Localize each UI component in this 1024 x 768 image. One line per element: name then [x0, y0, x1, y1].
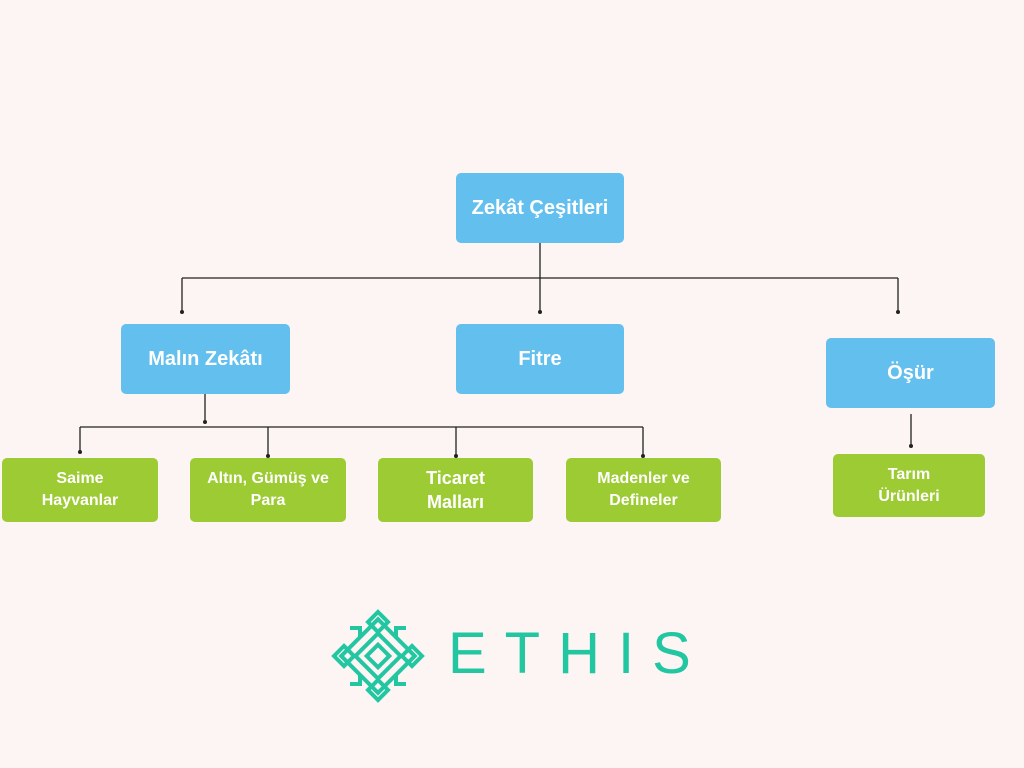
node-osur: Öşür — [826, 338, 995, 408]
node-label-line: Tarım — [887, 465, 931, 483]
connector-end-dot — [266, 454, 270, 458]
connector-end-dot — [180, 310, 184, 314]
node-fitre: Fitre — [456, 324, 624, 394]
node-ticaret-mallari: Ticaret Malları — [378, 458, 533, 522]
connector-end-dot — [454, 454, 458, 458]
node-saime-hayvanlar: Saime Hayvanlar — [2, 458, 158, 522]
logo-wordmark: ETHIS — [448, 621, 709, 686]
node-label: Zekât Çeşitleri — [471, 196, 609, 219]
node-label-line: Ticaret — [426, 467, 485, 488]
node-label: Fitre — [518, 347, 562, 370]
connector-end-dot — [641, 454, 645, 458]
node-label-line: Saime — [56, 470, 104, 488]
connector-end-dot — [909, 444, 913, 448]
node-altin-gumus-para: Altın, Gümüş ve Para — [190, 458, 346, 522]
ethis-logo: ETHIS — [330, 608, 700, 704]
node-label-line: Madenler ve — [597, 470, 690, 488]
connector-end-dot — [538, 310, 542, 314]
connector-end-dot — [78, 450, 82, 454]
node-label-line: Hayvanlar — [41, 492, 119, 509]
node-label-line: Ürünleri — [878, 487, 940, 505]
node-label-line: Defineler — [609, 492, 678, 509]
node-zekat-cesitleri: Zekât Çeşitleri — [456, 173, 624, 243]
node-tarim-urunleri: Tarım Ürünleri — [833, 454, 985, 517]
node-label: Malın Zekâtı — [148, 347, 263, 370]
node-label-line: Malları — [426, 492, 484, 512]
node-madenler-defineler: Madenler ve Defineler — [566, 458, 721, 522]
geometric-knot-icon — [331, 609, 425, 703]
node-label-line: Para — [250, 492, 286, 509]
node-label-line: Altın, Gümüş ve — [207, 470, 329, 488]
connector-end-dot — [896, 310, 900, 314]
connector-end-dot — [203, 420, 207, 424]
node-malin-zekati: Malın Zekâtı — [121, 324, 290, 394]
node-label: Öşür — [887, 361, 934, 384]
